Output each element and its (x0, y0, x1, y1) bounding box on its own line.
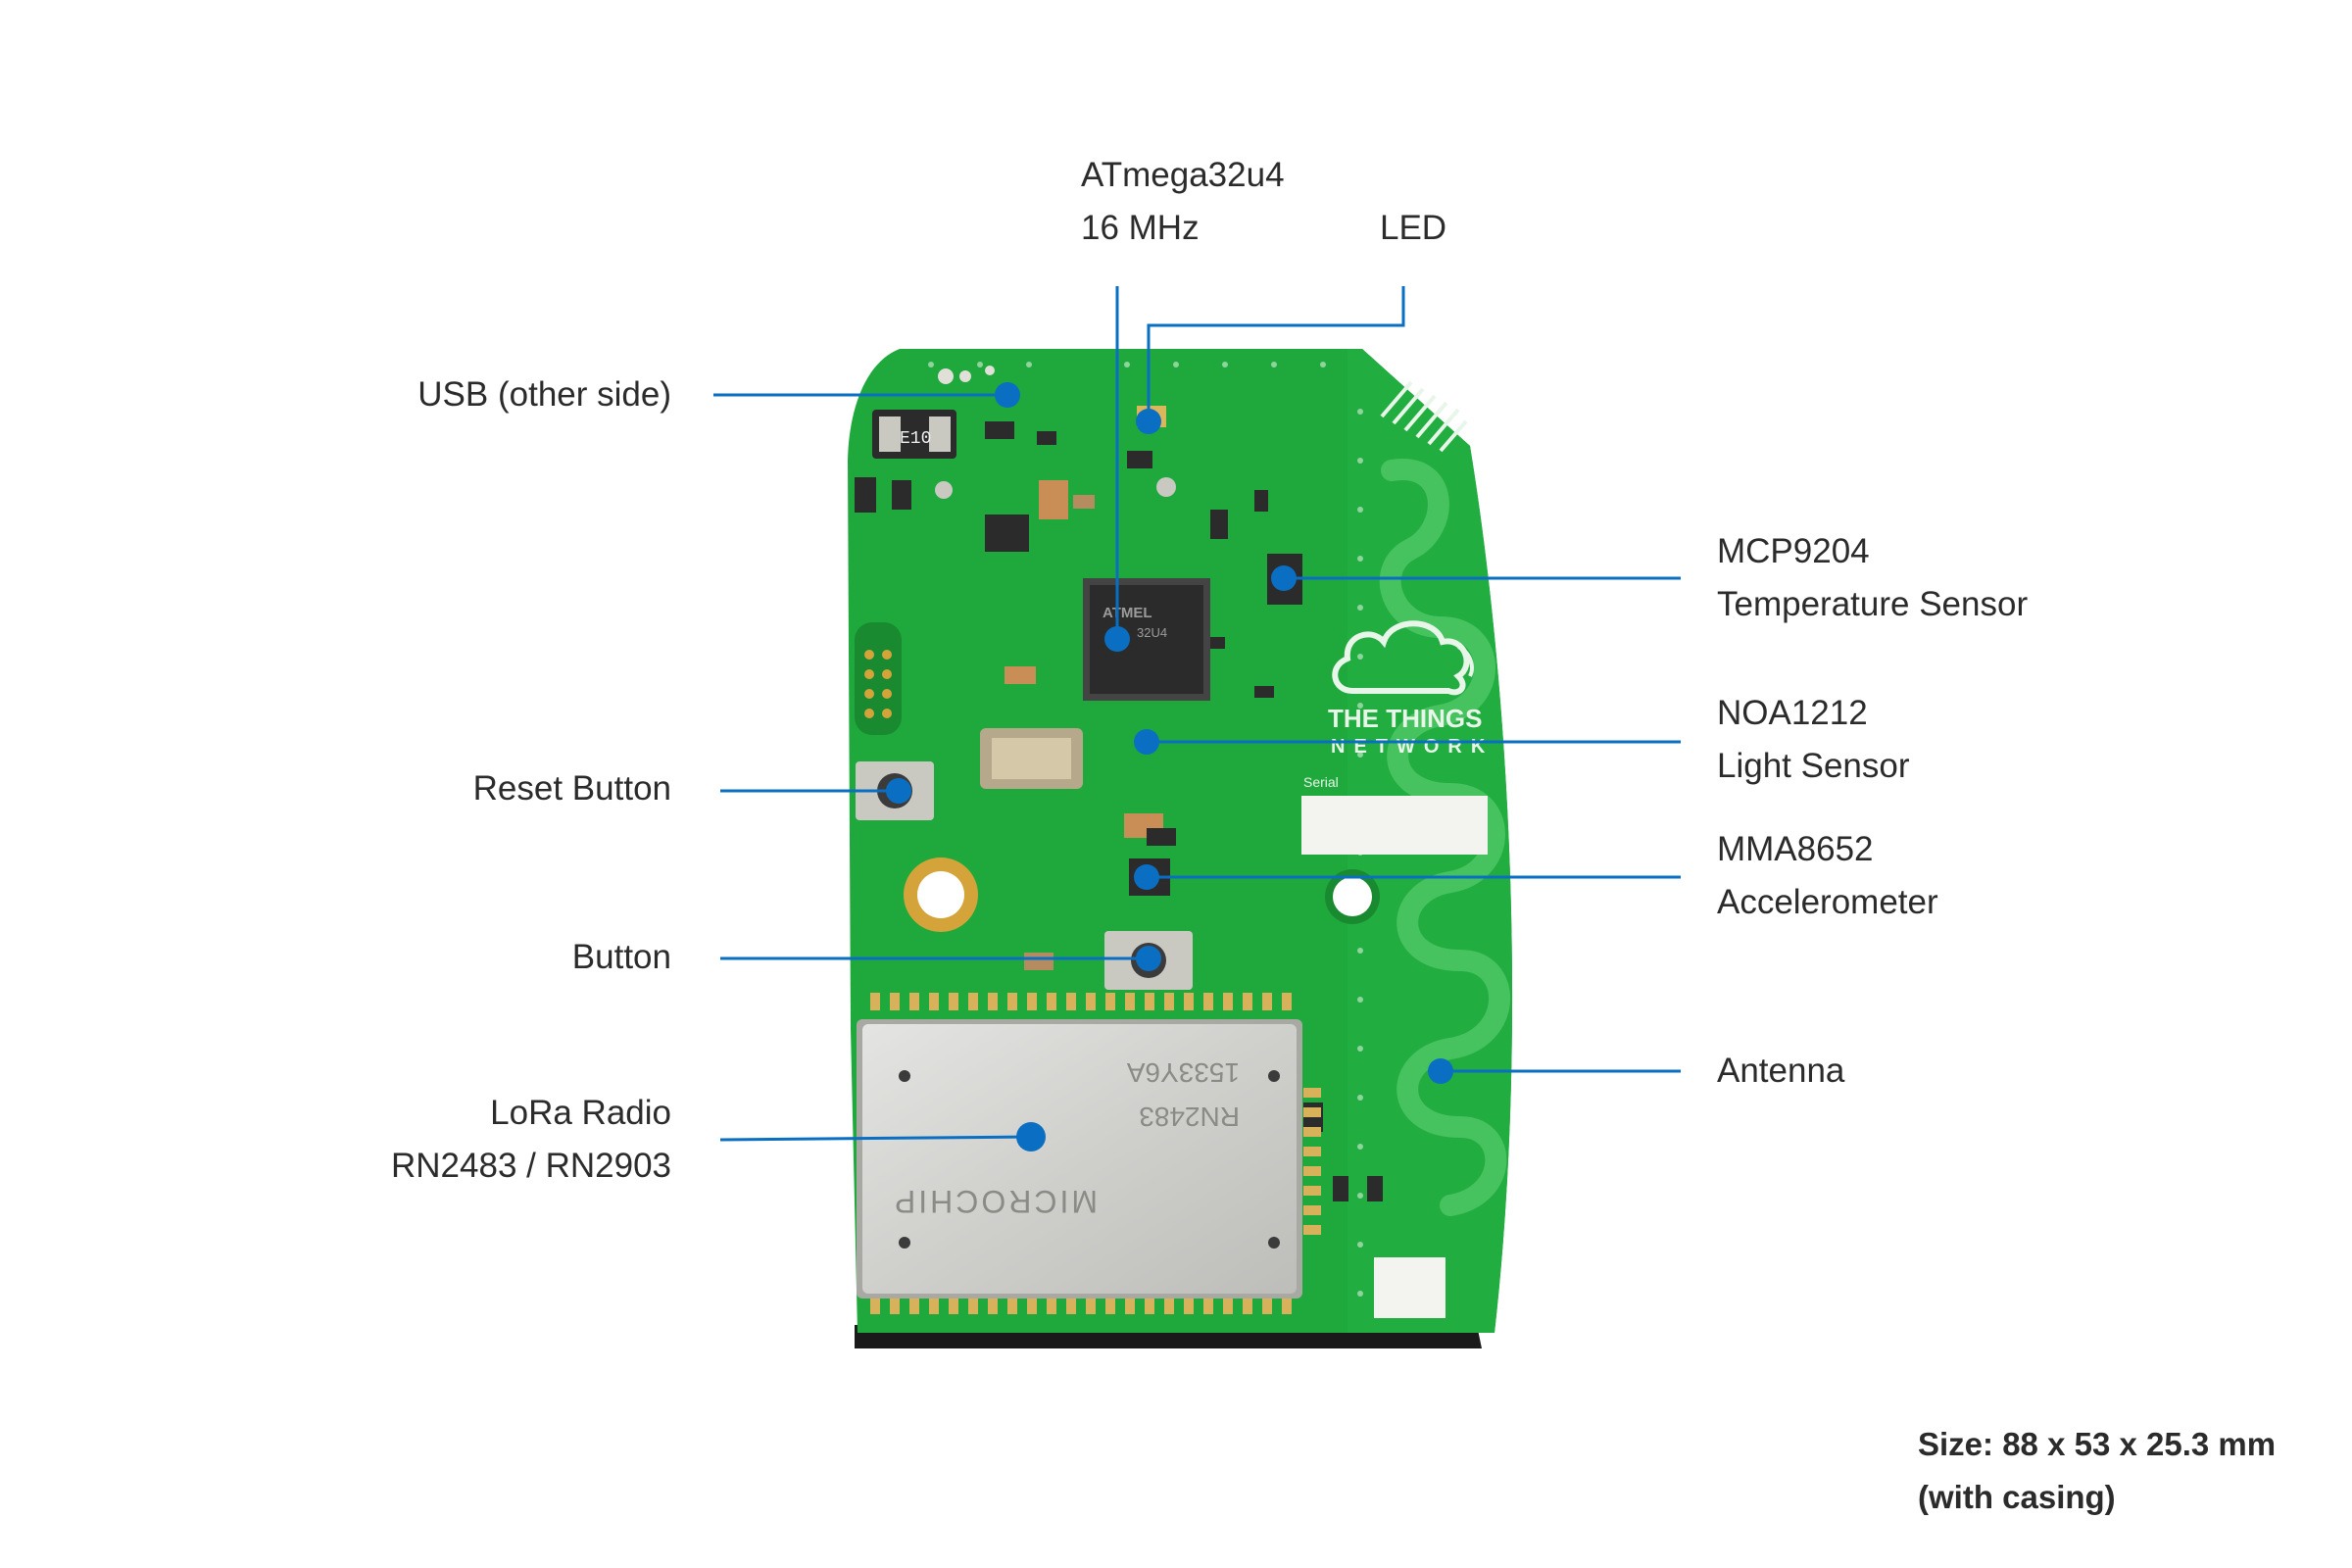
mcu-brand-marking: ATMEL (1102, 605, 1152, 621)
label-mcu-line1: ATmega32u4 (1081, 156, 1285, 194)
label-light-line1: NOA1212 (1717, 694, 1868, 732)
callout-line-lora (719, 1135, 1032, 1142)
label-led: LED (1380, 202, 1446, 255)
callout-line-led (1147, 286, 1405, 421)
label-temp-line2: Temperature Sensor (1717, 585, 2029, 623)
label-usb: USB (other side) (417, 368, 671, 421)
label-light: NOA1212 Light Sensor (1717, 687, 1910, 793)
radio-brand-marking: MICROCHIP (892, 1184, 1098, 1219)
antenna-trace (1379, 459, 1511, 1216)
ttn-logo (1332, 620, 1474, 696)
usb-pads (938, 366, 995, 384)
ttn-logo-text-1: THE THINGS (1328, 704, 1482, 733)
size-note: Size: 88 x 53 x 25.3 mm (with casing) (1918, 1418, 2276, 1524)
antenna-label-block (1374, 1257, 1446, 1318)
callout-dots (886, 382, 1453, 1152)
label-accel-line1: MMA8652 (1717, 830, 1874, 868)
label-accel: MMA8652 Accelerometer (1717, 823, 1938, 929)
callout-dot-led (1136, 409, 1161, 434)
mounting-hole-right (1325, 869, 1380, 924)
radio-model-marking: RN2483 (1139, 1102, 1240, 1132)
serial-white-block (1301, 796, 1488, 855)
lora-module: MICROCHIP RN2483 1533Y6A (857, 993, 1321, 1314)
label-lora-line1: LoRa Radio (490, 1094, 671, 1132)
callout-dot-antenna (1428, 1058, 1453, 1084)
label-button: Button (572, 931, 671, 984)
callout-dot-usb (995, 382, 1020, 408)
callout-dot-temp (1271, 565, 1297, 591)
mcu-chip: ATMEL 32U4 (1083, 578, 1210, 701)
label-reset-text: Reset Button (472, 769, 671, 808)
mcu-part-marking: 32U4 (1137, 625, 1167, 640)
callout-dot-lora (1016, 1122, 1046, 1152)
callout-dot-light (1134, 729, 1159, 755)
label-button-text: Button (571, 938, 671, 976)
callout-dot-accel (1134, 864, 1159, 890)
size-note-line1: Size: 88 x 53 x 25.3 mm (1918, 1426, 2277, 1462)
serial-label: Serial (1303, 774, 1339, 790)
label-light-line2: Light Sensor (1717, 747, 1910, 785)
lora-castellations-right (1303, 1088, 1321, 1235)
label-antenna-text: Antenna (1717, 1052, 1845, 1090)
radio-lot-marking: 1533Y6A (1126, 1057, 1240, 1088)
label-antenna: Antenna (1717, 1045, 1844, 1098)
debug-header (855, 622, 902, 735)
label-mcu-line2: 16 MHz (1081, 209, 1200, 247)
callout-lines (713, 286, 1681, 1142)
mounting-hole-left (904, 858, 978, 932)
lora-castellations-top (870, 993, 1292, 1010)
ttn-logo-text-2: NETWORK (1331, 736, 1494, 758)
callout-dot-reset (886, 778, 911, 804)
label-temp: MCP9204 Temperature Sensor (1717, 525, 2028, 631)
lora-castellations-bottom (870, 1297, 1292, 1314)
antenna-hatch (1380, 380, 1468, 453)
label-accel-line2: Accelerometer (1717, 883, 1938, 921)
callout-dot-button (1136, 946, 1161, 971)
callout-dot-mcu (1104, 626, 1130, 652)
via-rows (928, 362, 1363, 1297)
inductor-marking: E10 (900, 429, 931, 449)
label-mcu: ATmega32u4 16 MHz (1081, 149, 1285, 255)
size-note-line2: (with casing) (1918, 1479, 2116, 1515)
label-reset: Reset Button (473, 762, 671, 815)
label-lora-line2: RN2483 / RN2903 (391, 1147, 671, 1185)
label-lora: LoRa Radio RN2483 / RN2903 (391, 1087, 671, 1193)
label-led-text: LED (1380, 209, 1447, 247)
label-temp-line1: MCP9204 (1717, 532, 1870, 570)
label-usb-text: USB (other side) (417, 375, 671, 414)
